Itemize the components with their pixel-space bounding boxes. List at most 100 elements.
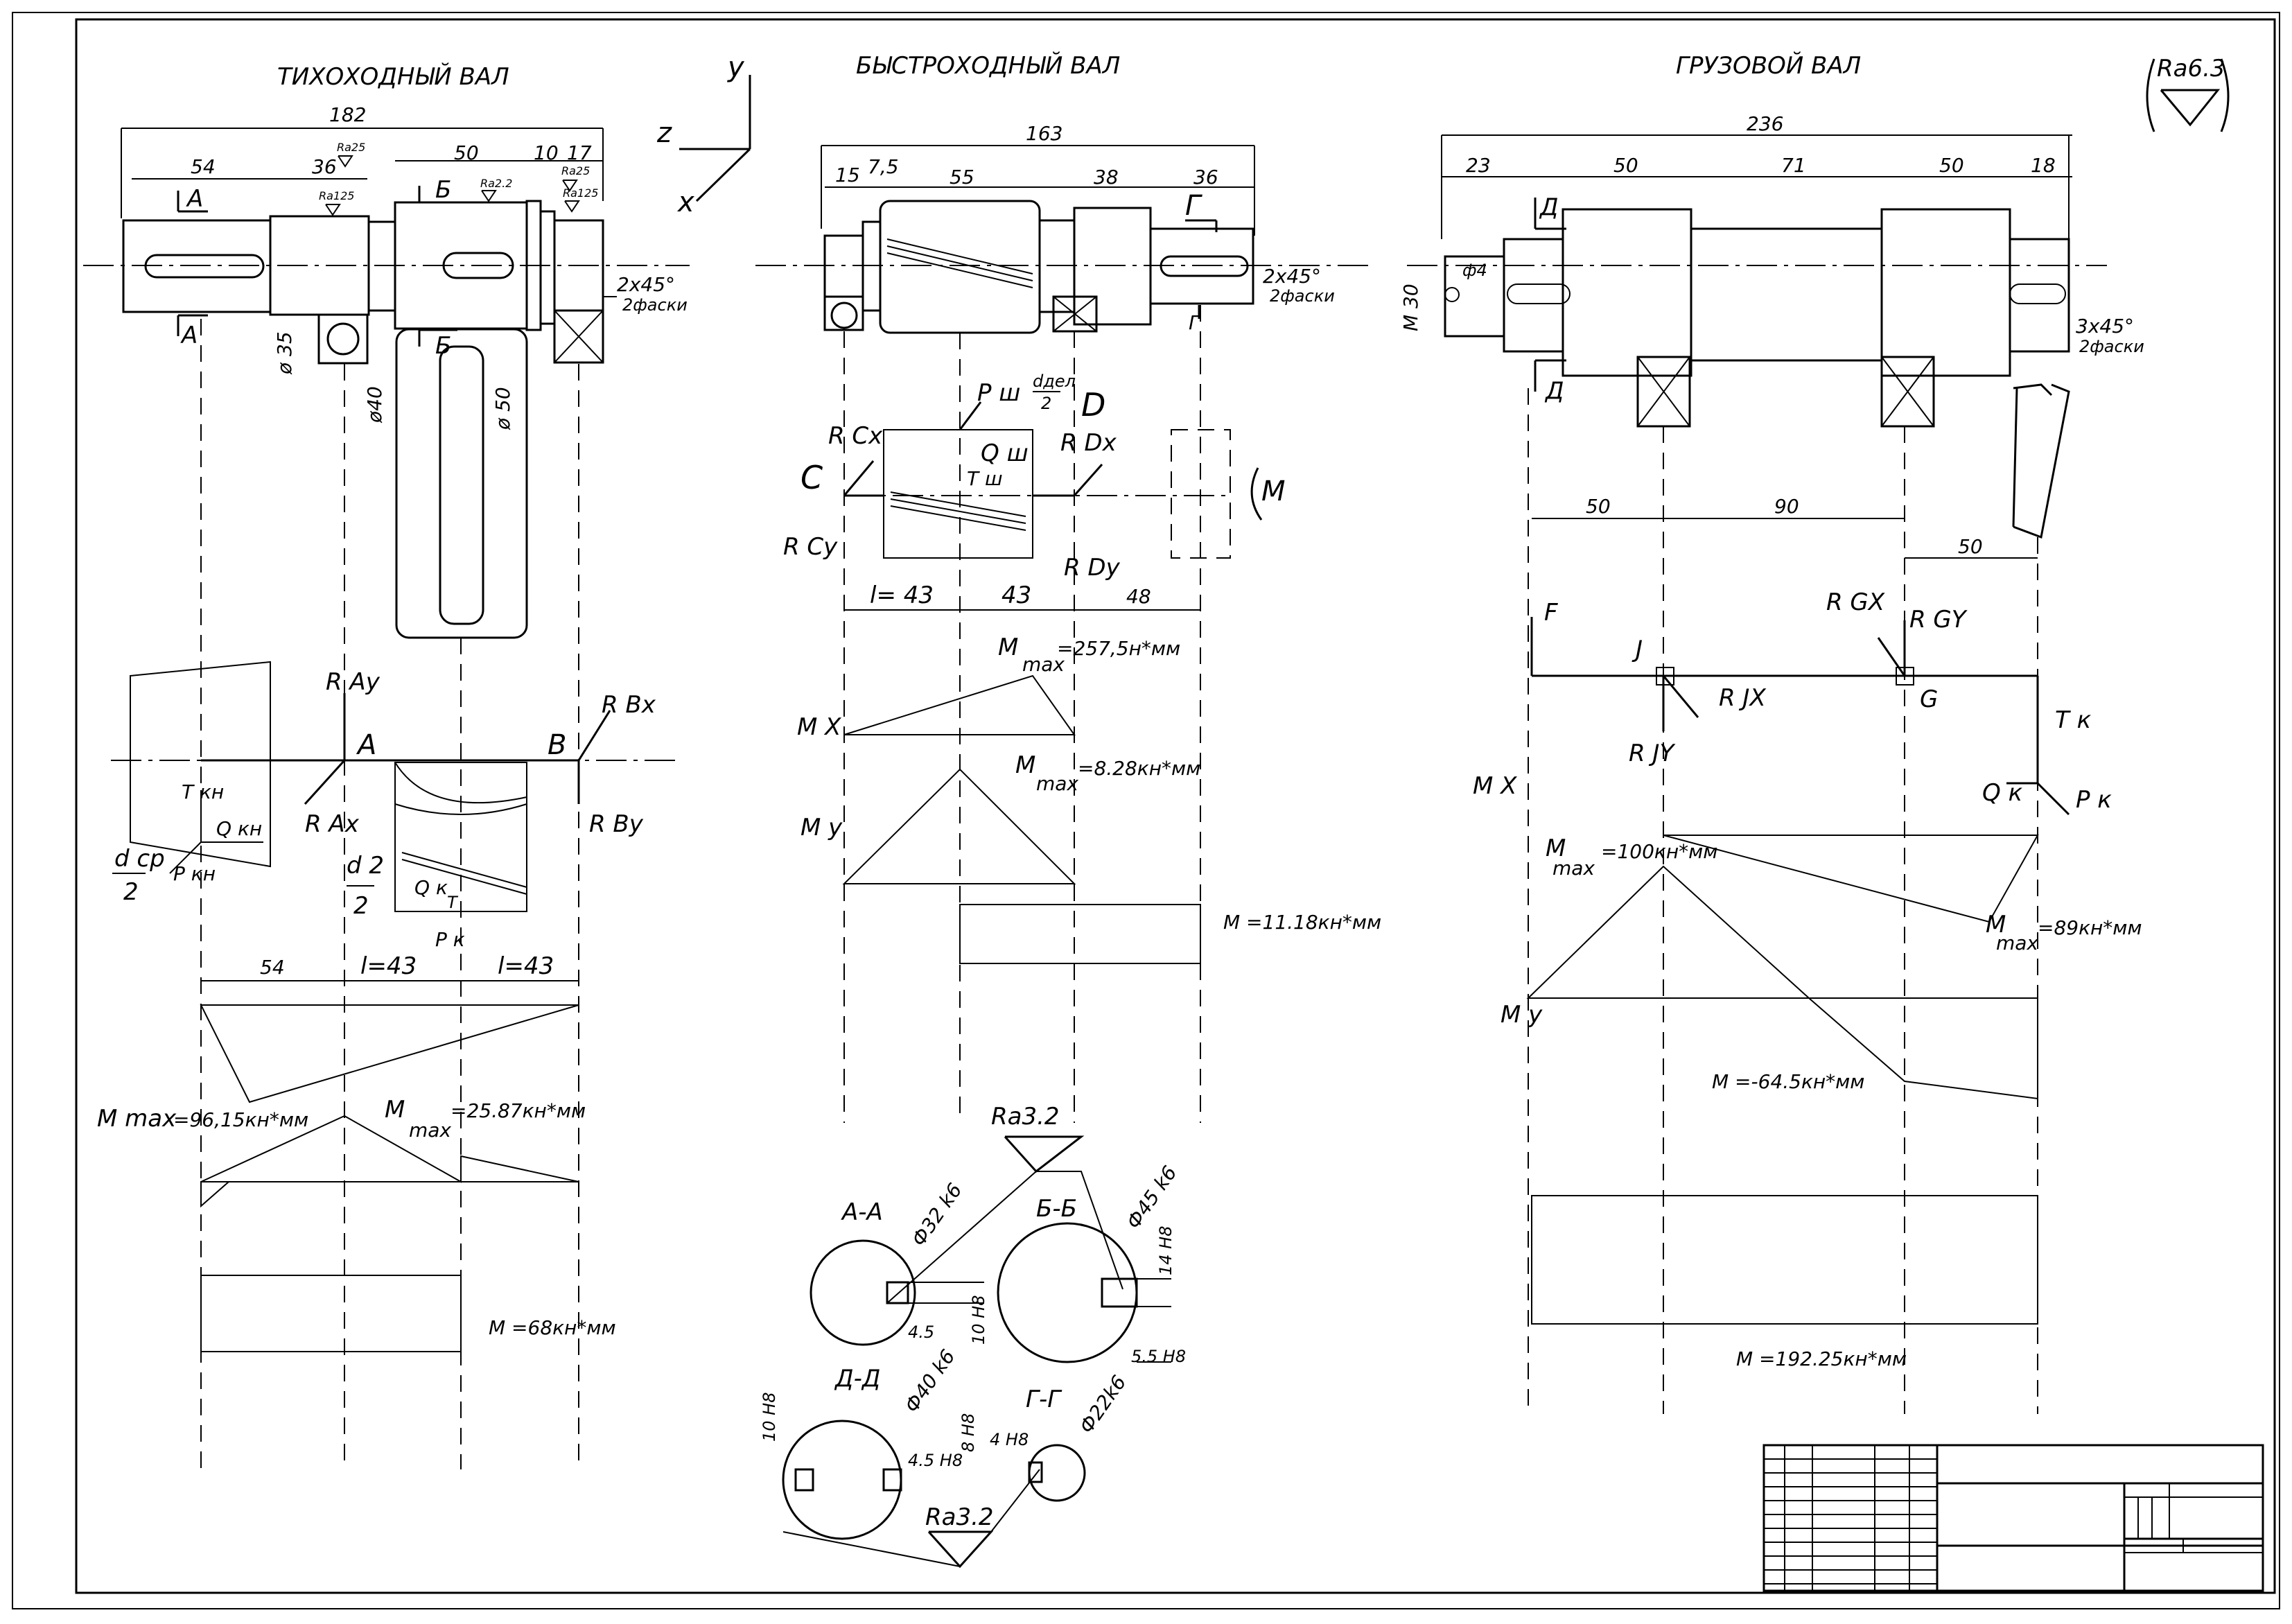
section-aa-dia: Ф32 k6 — [907, 1179, 967, 1250]
slow-section-b-bottom: Б — [435, 332, 451, 360]
slow-dim-10: 10 — [534, 141, 559, 164]
fast-chamfer: 2х45° — [1263, 265, 1321, 288]
cargo-force-scheme: 50 90 50 F R GX R GY J G R JX R JY T к Q… — [1530, 495, 2112, 816]
cargo-dim-23: 23 — [1466, 154, 1491, 177]
fast-dim-38: 38 — [1094, 166, 1119, 189]
cargo-RGY: R GY — [1909, 606, 1968, 634]
section-bb-circle — [997, 1222, 1138, 1363]
slow-dim-54: 54 — [191, 155, 216, 178]
slow-section-a-bottom: А — [180, 322, 198, 349]
cargo-F: F — [1544, 599, 1558, 627]
cargo-shaft-drawing: 236 23 50 71 50 18 ф4 М 30 Д Д 3х45° 2фа… — [1399, 112, 2144, 1414]
section-dd-height: 10 Н8 — [760, 1392, 779, 1442]
slow-mx-diagram — [200, 1004, 579, 1103]
slow-mmax1-value: =96,15кн*мм — [173, 1108, 308, 1131]
cargo-RJX: R JX — [1719, 684, 1766, 712]
fast-dim-43: 43 — [1001, 582, 1031, 609]
fast-mmaxx-sub: max — [1022, 653, 1065, 676]
cargo-dim-50d: 50 — [1958, 535, 1983, 558]
slow-RAy: R Ay — [326, 668, 380, 696]
section-aa-label: А-А — [841, 1198, 883, 1226]
cargo-mmax1-sub: max — [1552, 857, 1595, 880]
fast-chamfer-note: 2фаски — [1270, 286, 1335, 306]
fast-dim-36: 36 — [1193, 166, 1218, 189]
section-bb-width: 5.5 Н8 — [1131, 1347, 1186, 1366]
section-aa-width: 4.5 — [908, 1322, 934, 1342]
section-gg-dia: Ф22k6 — [1075, 1371, 1131, 1438]
slow-d2: d 2 — [347, 852, 384, 880]
slow-torque-label: M =68кн*мм — [489, 1316, 616, 1339]
cargo-chamfer-note: 2фаски — [2079, 337, 2144, 356]
cargo-RGX: R GX — [1826, 588, 1885, 616]
section-gg-height: 8 Н8 — [959, 1413, 978, 1452]
fast-Psh: P ш — [977, 379, 1020, 407]
slow-l43-2: l=43 — [498, 952, 554, 980]
slow-dim-total: 182 — [329, 103, 366, 126]
slow-ra-4: Ra25 — [561, 164, 590, 177]
fast-ddel-2: 2 — [1041, 394, 1051, 413]
fast-shaft-drawing: 163 15 7,5 55 38 36 Г Г 2х45° 2фаски — [755, 122, 1372, 1123]
section-ra32-bottom: Ra3.2 — [925, 1503, 994, 1531]
fast-mmaxy-label: M — [1015, 751, 1035, 779]
fast-point-C: C — [801, 459, 823, 496]
section-ra32-top: Ra3.2 — [991, 1103, 1060, 1130]
slow-RBx: R Bx — [602, 691, 656, 719]
slow-dim-36: 36 — [312, 155, 337, 178]
cargo-dim-50c: 50 — [1586, 495, 1611, 518]
slow-l43-1: l=43 — [360, 952, 417, 980]
cargo-my-diagram-left — [1526, 865, 1811, 999]
cargo-phi4: ф4 — [1462, 261, 1487, 280]
fast-dim-55: 55 — [950, 166, 974, 189]
cargo-RJY: R JY — [1629, 740, 1675, 767]
cargo-mmax1-label: M — [1546, 835, 1566, 862]
slow-my-diagram — [200, 1115, 579, 1183]
cargo-Qk: Q к — [1982, 779, 2023, 807]
section-dd-dia: Ф40 k6 — [900, 1345, 960, 1417]
fast-force-scheme: P ш dдел 2 D R Cx Q ш R Dx C T ш M R Cy … — [783, 372, 1286, 611]
fast-mmaxx-label: M — [998, 634, 1018, 661]
fast-My-label: M y — [801, 814, 843, 841]
fast-ddel: dдел — [1033, 372, 1076, 391]
section-dd-label: Д-Д — [834, 1365, 880, 1392]
cargo-mmax1-value: =100кн*мм — [1601, 840, 1717, 863]
slow-Tkn: T кн — [182, 780, 224, 803]
coordinate-axes: y z x — [656, 51, 751, 218]
fast-mx-diagram — [843, 674, 1076, 735]
title-fast-shaft: БЫСТРОХОДНЫЙ ВАЛ — [856, 51, 1120, 80]
fast-RDy: R Dy — [1064, 554, 1121, 582]
slow-d2-2: 2 — [353, 892, 369, 920]
slow-Pk: P к — [435, 928, 465, 951]
slow-Qk: Q к — [414, 876, 448, 899]
slow-ra-3: Ra2.2 — [480, 177, 512, 190]
slow-torque-diagram — [200, 1275, 462, 1352]
cargo-My-label: M y — [1501, 1001, 1543, 1029]
fast-my-diagram — [842, 768, 1076, 884]
fast-point-D: D — [1081, 386, 1105, 424]
slow-point-A: A — [356, 729, 376, 761]
slow-dcp: d ср — [114, 845, 165, 873]
slow-T: T — [447, 893, 459, 912]
cargo-Pk: P к — [2076, 786, 2112, 814]
general-roughness-label: Ra6.3 — [2157, 55, 2225, 82]
title-cargo-shaft: ГРУЗОВОЙ ВАЛ — [1676, 51, 1861, 80]
cargo-mx-diagram — [1663, 835, 2039, 923]
section-bb-dia: Ф45 k6 — [1122, 1162, 1182, 1233]
fast-Mx-label: M X — [797, 713, 841, 741]
outer-frame — [12, 12, 2280, 1609]
cargo-point-G: G — [1920, 686, 1938, 713]
slow-mmax1-label: M max — [97, 1105, 177, 1133]
fast-dim-75: 7,5 — [868, 155, 899, 178]
slow-chamfer: 2х45° — [617, 273, 675, 296]
cargo-Mx-label: M X — [1473, 772, 1517, 800]
axis-z-label: z — [656, 117, 672, 149]
cargo-section-d-bottom: Д — [1544, 377, 1564, 405]
cargo-m30: М 30 — [1399, 283, 1422, 331]
slow-ra-1: Ra25 — [337, 141, 365, 154]
slow-dim-54b: 54 — [260, 956, 285, 979]
slow-dia-40: ø40 — [363, 386, 386, 424]
fast-mmaxy-value: =8.28кн*мм — [1078, 757, 1200, 780]
title-block — [1762, 1444, 2264, 1592]
slow-point-B: B — [548, 729, 566, 761]
section-bb-label: Б-Б — [1036, 1195, 1077, 1223]
